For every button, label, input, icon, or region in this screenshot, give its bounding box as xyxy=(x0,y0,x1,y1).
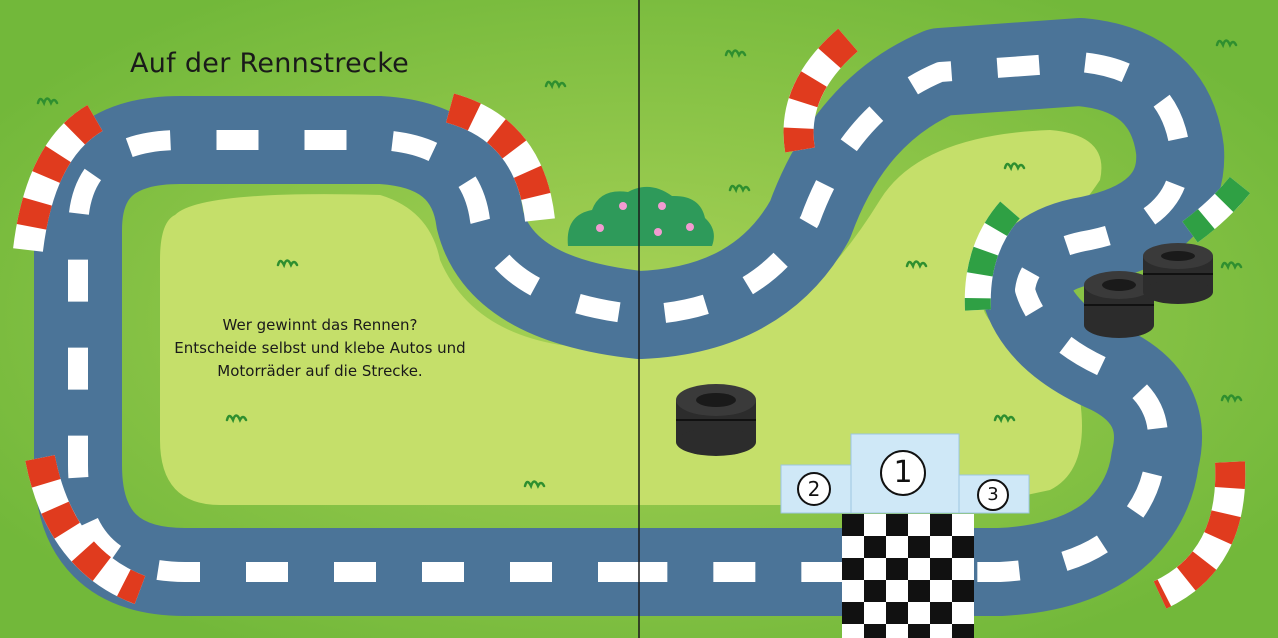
curb-green-right-outer xyxy=(1182,176,1251,243)
instructions-text: Wer gewinnt das Rennen? Entscheide selbs… xyxy=(150,314,490,383)
curb-top-left xyxy=(13,105,104,252)
page-title: Auf der Rennstrecke xyxy=(130,48,410,79)
curb-top-right xyxy=(783,28,859,153)
podium-number-second: 2 xyxy=(797,472,831,506)
track-dashes xyxy=(68,52,1191,582)
instruction-line-1: Wer gewinnt das Rennen? xyxy=(222,316,418,334)
infield-grass-left xyxy=(160,194,640,505)
finish-line xyxy=(842,514,974,638)
tire-stack-right-back xyxy=(1143,243,1213,304)
grass-tufts xyxy=(36,39,1243,490)
instruction-line-3: Motorräder auf die Strecke. xyxy=(217,362,423,380)
bush xyxy=(567,186,714,246)
curb-bottom-right xyxy=(1153,461,1246,609)
curb-green-right-inner xyxy=(964,201,1021,311)
podium-number-third: 3 xyxy=(977,479,1009,511)
tire-stack-center xyxy=(676,384,756,456)
tire-stack-right-front xyxy=(1084,271,1154,338)
podium-number-first: 1 xyxy=(880,450,926,496)
instruction-line-2: Entscheide selbst und klebe Autos und xyxy=(174,339,466,357)
curb-bottom-left xyxy=(25,454,146,605)
curb-top-middle xyxy=(445,93,555,222)
